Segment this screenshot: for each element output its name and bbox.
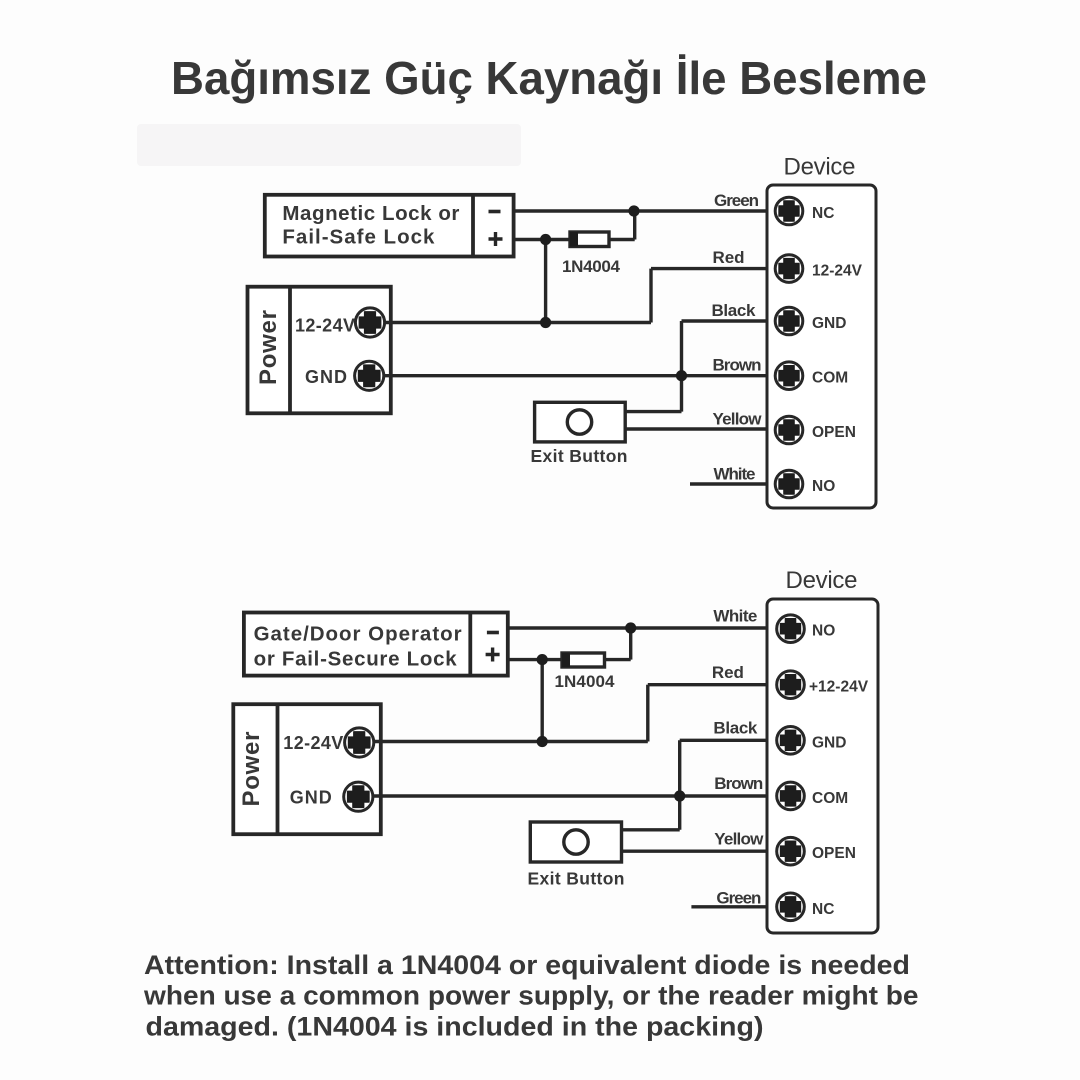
- svg-text:12-24V: 12-24V: [295, 316, 355, 336]
- svg-text:Green: Green: [716, 889, 761, 908]
- svg-text:damaged. (1N4004 is included i: damaged. (1N4004 is included in the pack…: [146, 1012, 764, 1042]
- svg-text:Brown: Brown: [714, 774, 763, 793]
- svg-text:1N4004: 1N4004: [555, 672, 616, 691]
- svg-text:OPEN: OPEN: [812, 424, 856, 441]
- svg-text:NO: NO: [812, 478, 835, 495]
- svg-text:COM: COM: [812, 790, 848, 807]
- svg-text:Yellow: Yellow: [714, 830, 764, 849]
- svg-text:Black: Black: [713, 719, 758, 738]
- svg-text:GND: GND: [812, 315, 846, 332]
- svg-text:1N4004: 1N4004: [562, 257, 621, 276]
- svg-text:Yellow: Yellow: [713, 409, 763, 428]
- svg-text:GND: GND: [305, 367, 347, 387]
- svg-text:when use a common power supply: when use a common power supply, or the r…: [143, 981, 919, 1011]
- svg-text:Device: Device: [786, 567, 858, 594]
- svg-text:White: White: [713, 607, 757, 626]
- svg-text:12-24V: 12-24V: [283, 733, 343, 753]
- svg-text:Black: Black: [712, 301, 757, 320]
- svg-text:+12-24V: +12-24V: [809, 679, 869, 696]
- svg-text:NC: NC: [812, 901, 834, 918]
- svg-text:Exit Button: Exit Button: [528, 869, 625, 889]
- svg-text:Gate/Door Operator: Gate/Door Operator: [254, 623, 462, 646]
- svg-text:or Fail-Secure Lock: or Fail-Secure Lock: [254, 648, 458, 671]
- svg-text:Power: Power: [255, 310, 282, 385]
- svg-text:12-24V: 12-24V: [812, 263, 863, 280]
- svg-text:Red: Red: [712, 663, 744, 682]
- svg-text:White: White: [714, 464, 756, 483]
- svg-text:NO: NO: [812, 623, 835, 640]
- svg-text:Brown: Brown: [713, 355, 762, 374]
- svg-text:Exit Button: Exit Button: [531, 446, 628, 466]
- svg-text:Green: Green: [714, 191, 759, 210]
- svg-text:Fail-Safe Lock: Fail-Safe Lock: [282, 226, 435, 249]
- svg-text:GND: GND: [812, 734, 846, 751]
- svg-text:NC: NC: [812, 205, 834, 222]
- svg-text:Power: Power: [238, 732, 265, 807]
- svg-text:Device: Device: [784, 154, 856, 181]
- svg-text:GND: GND: [290, 788, 332, 808]
- svg-text:Attention: Install a 1N4004 or: Attention: Install a 1N4004 or equivalen…: [144, 950, 910, 980]
- svg-text:Magnetic Lock or: Magnetic Lock or: [282, 202, 459, 225]
- svg-text:Red: Red: [713, 248, 745, 267]
- svg-text:OPEN: OPEN: [812, 845, 856, 862]
- svg-text:Bağımsız Güç Kaynağı İle Besle: Bağımsız Güç Kaynağı İle Besleme: [171, 52, 927, 104]
- svg-text:COM: COM: [812, 370, 848, 387]
